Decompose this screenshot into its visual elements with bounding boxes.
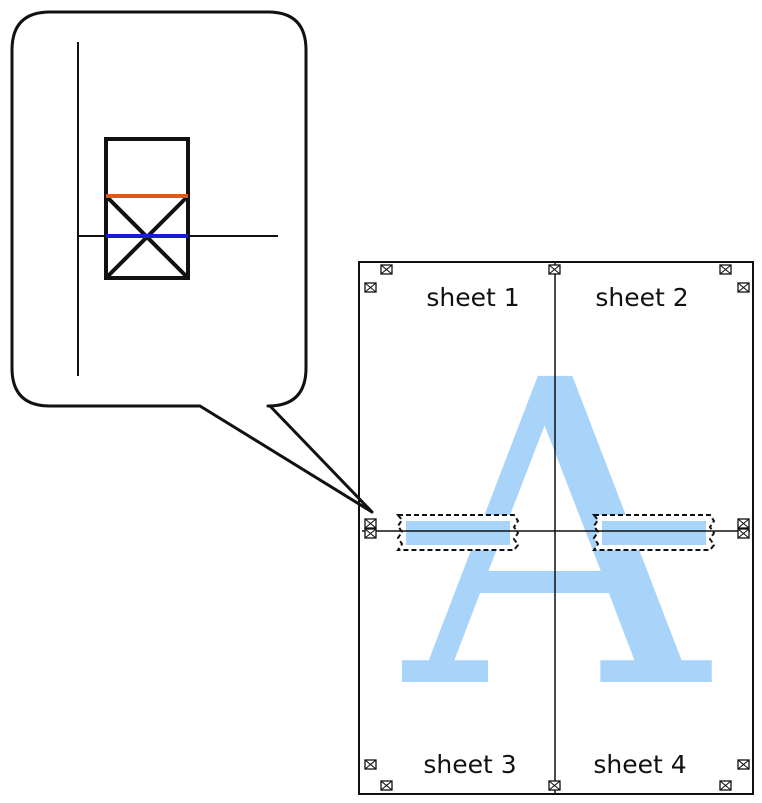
crossed-box-icon: [548, 264, 561, 275]
crossed-box-icon: [380, 264, 393, 275]
crossed-box-icon: [737, 518, 750, 529]
sheet-2-label: sheet 2: [595, 283, 688, 312]
crossed-box-icon-enlarged: [104, 137, 190, 280]
crossed-box-icon: [719, 780, 732, 791]
crossed-box-icon: [364, 282, 377, 293]
corner-marks: [364, 264, 750, 791]
sheet-1-label: sheet 1: [426, 283, 519, 312]
crossed-box-icon: [380, 780, 393, 791]
crossed-box-icon: [548, 780, 561, 791]
crossed-box-icon: [364, 528, 377, 539]
zoom-callout: [10, 10, 374, 514]
tape-strip-left: [395, 514, 520, 551]
crossed-box-icon: [364, 759, 377, 770]
sheet-3-label: sheet 3: [423, 750, 516, 779]
callout-bubble: [10, 10, 374, 514]
sheets-outer-frame: [358, 261, 754, 795]
crossed-box-icon: [737, 759, 750, 770]
crossed-box-icon: [364, 518, 377, 529]
assembled-sheets: A sheet 1 sheet 2 sheet 3 sheet 4: [358, 261, 754, 795]
sheet-4-label: sheet 4: [593, 750, 686, 779]
crossed-box-icon: [719, 264, 732, 275]
crossed-box-icon: [737, 282, 750, 293]
tape-strip-right: [591, 514, 716, 551]
crossed-box-icon: [737, 528, 750, 539]
